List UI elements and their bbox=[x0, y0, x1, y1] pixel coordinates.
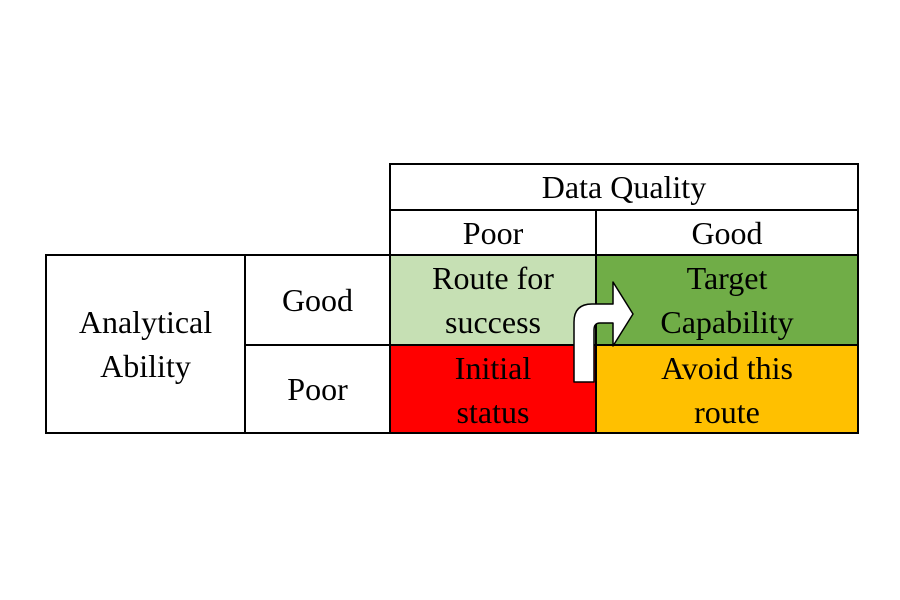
row-header-analytical-ability: Analytical Ability bbox=[45, 254, 246, 434]
quadrant-initial-status: Initial status bbox=[389, 344, 597, 434]
quadrant-avoid-this-route: Avoid this route bbox=[595, 344, 859, 434]
quadrant-target-capability: Target Capability bbox=[595, 254, 859, 346]
quadrant-route-for-success-label: Route for success bbox=[432, 260, 554, 340]
row-header-good-label: Good bbox=[281, 282, 354, 318]
header-col-good-label: Good bbox=[691, 214, 763, 251]
quadrant-initial-status-label: Initial status bbox=[454, 350, 532, 430]
header-col-poor-label: Poor bbox=[462, 214, 524, 251]
row-header-poor: Poor bbox=[244, 344, 391, 434]
row-header-poor-label: Poor bbox=[287, 371, 348, 407]
quadrant-avoid-this-route-label: Avoid this route bbox=[661, 350, 793, 430]
header-data-quality-label: Data Quality bbox=[541, 169, 707, 205]
quadrant-target-capability-label: Target Capability bbox=[660, 260, 794, 340]
row-header-analytical-ability-label: Analytical Ability bbox=[78, 304, 213, 384]
header-data-quality: Data Quality bbox=[389, 163, 859, 211]
header-col-poor: Poor bbox=[389, 209, 597, 256]
header-col-good: Good bbox=[595, 209, 859, 256]
quadrant-route-for-success: Route for success bbox=[389, 254, 597, 346]
row-header-good: Good bbox=[244, 254, 391, 346]
